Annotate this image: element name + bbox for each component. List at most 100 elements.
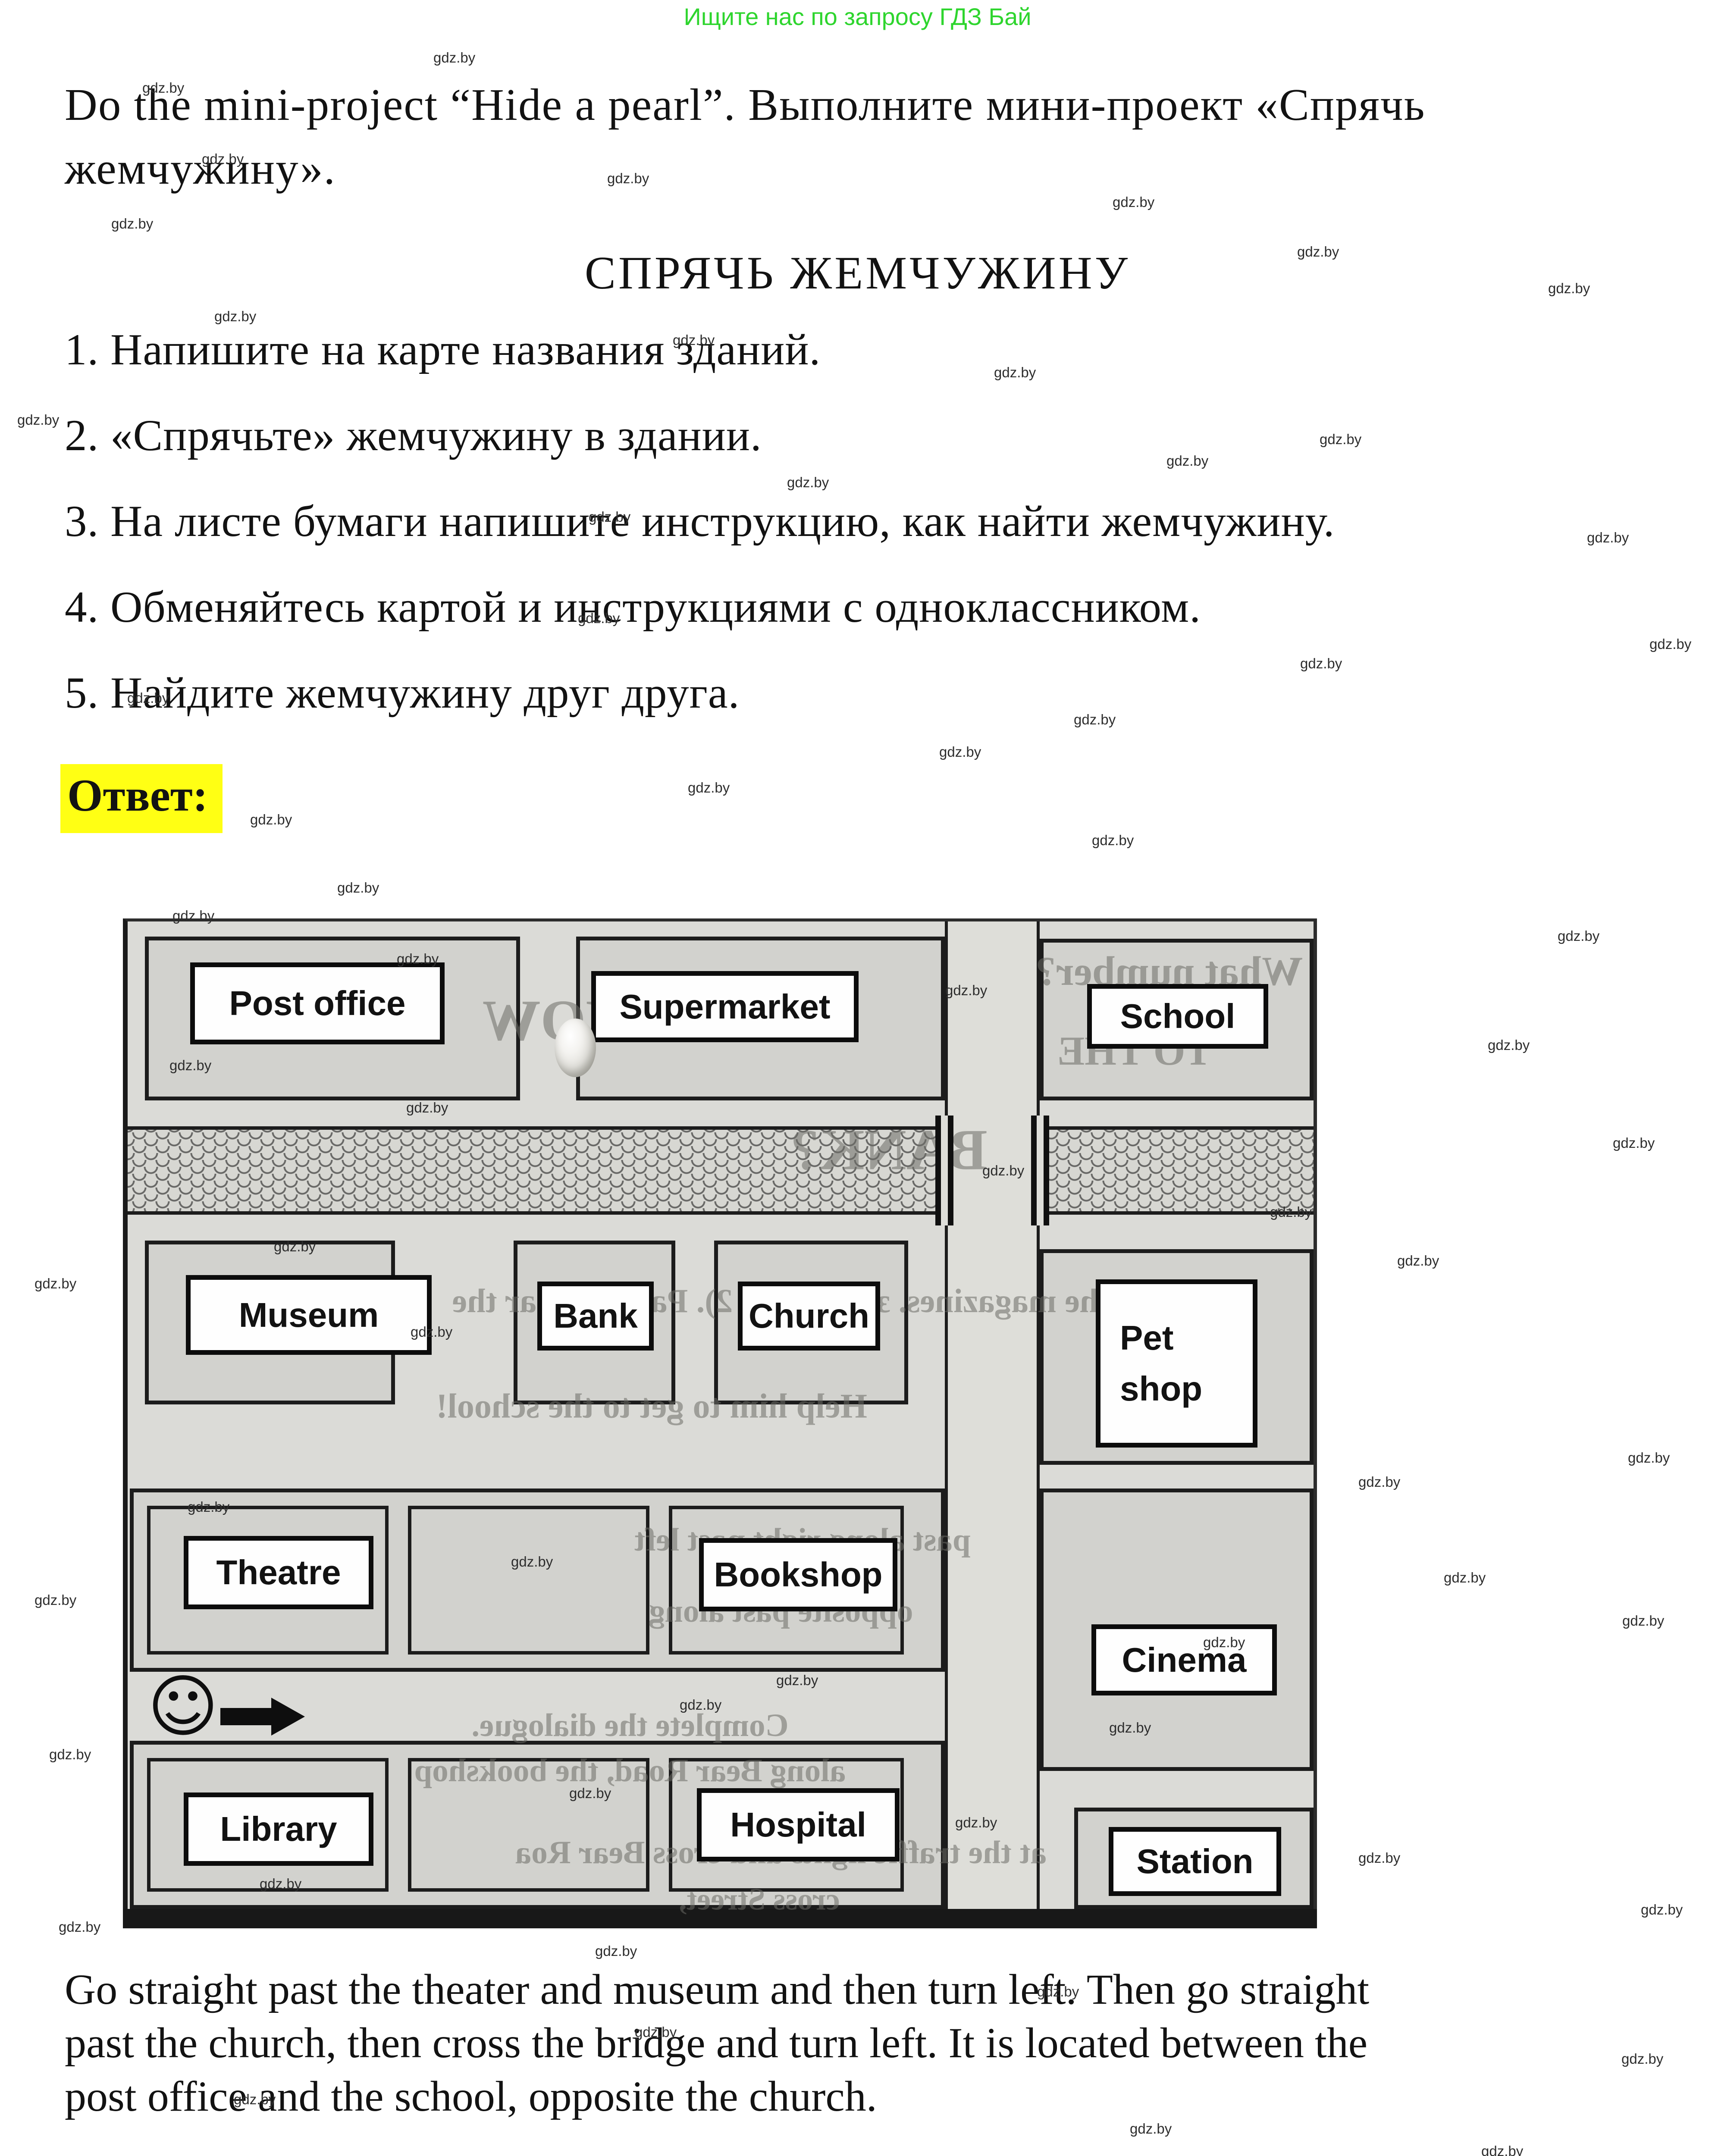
watermark: gdz.by <box>1092 832 1134 848</box>
watermark: gdz.by <box>1621 2051 1664 2067</box>
watermark: gdz.by <box>1488 1037 1530 1053</box>
watermark: gdz.by <box>1297 244 1339 260</box>
watermark: gdz.by <box>49 1746 91 1762</box>
watermark: gdz.by <box>511 1554 553 1570</box>
label-bank: Bank <box>537 1282 654 1351</box>
watermark: gdz.by <box>1649 636 1692 652</box>
watermark: gdz.by <box>1320 431 1362 447</box>
task-text-line-1: Do the mini-project “Hide a pearl”. Выпо… <box>65 79 1426 130</box>
watermark: gdz.by <box>1037 1984 1079 1999</box>
watermark: gdz.by <box>234 2091 276 2107</box>
watermark: gdz.by <box>1130 2121 1172 2137</box>
watermark: gdz.by <box>939 744 981 760</box>
bridge <box>935 1116 953 1225</box>
bleed-through-text: cross Street, <box>679 1882 840 1917</box>
answer-paragraph: Go straight past the theater and museum … <box>65 1963 1369 2123</box>
watermark: gdz.by <box>589 509 631 525</box>
watermark: gdz.by <box>433 50 476 66</box>
watermark: gdz.by <box>1203 1634 1245 1650</box>
city-map: Post office Supermarket School Museum Ba… <box>123 918 1317 1928</box>
step-1: 1. Напишите на карте названия зданий. <box>65 325 821 374</box>
watermark: gdz.by <box>1397 1253 1439 1269</box>
watermark: gdz.by <box>1548 280 1590 296</box>
step-4: 4. Обменяйтесь картой и инструкциями с о… <box>65 583 1201 632</box>
pet-shop-line-2: shop <box>1120 1369 1203 1408</box>
watermark: gdz.by <box>260 1876 302 1892</box>
step-2: 2. «Спрячьте» жемчужину в здании. <box>65 411 762 460</box>
bridge <box>1031 1116 1049 1225</box>
watermark: gdz.by <box>1113 194 1155 210</box>
watermark: gdz.by <box>142 80 185 96</box>
watermark: gdz.by <box>202 151 244 167</box>
label-museum: Museum <box>186 1275 432 1355</box>
map-bottom-border <box>123 1909 1317 1928</box>
watermark: gdz.by <box>250 812 292 827</box>
watermark: gdz.by <box>994 364 1036 380</box>
watermark: gdz.by <box>1587 530 1629 545</box>
bleed-through-text: Help him to get to the school! <box>436 1387 867 1426</box>
watermark: gdz.by <box>595 1943 637 1959</box>
label-hospital: Hospital <box>697 1788 900 1861</box>
watermark: gdz.by <box>337 880 379 896</box>
watermark: gdz.by <box>1481 2143 1524 2156</box>
section-title: СПРЯЧЬ ЖЕМЧУЖИНУ <box>584 248 1131 299</box>
watermark: gdz.by <box>673 332 715 348</box>
watermark: gdz.by <box>680 1697 722 1713</box>
label-school: School <box>1087 984 1268 1049</box>
watermark: gdz.by <box>214 308 257 324</box>
answer-line-1: Go straight past the theater and museum … <box>65 1965 1370 2013</box>
lot-empty <box>408 1758 649 1892</box>
step-3: 3. На листе бумаги напишите инструкцию, … <box>65 497 1335 546</box>
answer-line-3: post office and the school, opposite the… <box>65 2072 877 2120</box>
watermark: gdz.by <box>1166 453 1209 469</box>
lot-empty <box>408 1506 649 1655</box>
pet-shop-line-1: Pet <box>1120 1319 1174 1357</box>
watermark: gdz.by <box>569 1785 611 1801</box>
watermark: gdz.by <box>1109 1720 1151 1736</box>
watermark: gdz.by <box>1074 711 1116 727</box>
watermark: gdz.by <box>1444 1570 1486 1586</box>
label-library: Library <box>184 1792 373 1866</box>
watermark: gdz.by <box>945 982 988 998</box>
watermark: gdz.by <box>406 1100 448 1116</box>
watermark: gdz.by <box>1558 928 1600 944</box>
watermark: gdz.by <box>776 1672 818 1688</box>
watermark: gdz.by <box>59 1919 101 1935</box>
river <box>1040 1126 1314 1215</box>
watermark: gdz.by <box>607 170 649 186</box>
label-bookshop: Bookshop <box>699 1538 897 1611</box>
watermark: gdz.by <box>787 474 829 490</box>
watermark: gdz.by <box>1300 655 1342 671</box>
bleed-through-text: BANK? <box>790 1118 988 1182</box>
label-post-office: Post office <box>190 962 445 1044</box>
label-theatre: Theatre <box>184 1536 373 1609</box>
bleed-through-text: along Bear Road, the bookshop <box>414 1753 846 1789</box>
watermark: gdz.by <box>955 1814 997 1830</box>
watermark: gdz.by <box>169 1057 212 1073</box>
watermark: gdz.by <box>411 1324 453 1340</box>
vertical-road <box>945 921 1040 1909</box>
watermark: gdz.by <box>127 690 169 706</box>
watermark: gdz.by <box>1622 1613 1665 1629</box>
watermark: gdz.by <box>274 1238 316 1254</box>
answer-line-2: past the church, then cross the bridge a… <box>65 2019 1368 2067</box>
watermark: gdz.by <box>1628 1450 1670 1466</box>
watermark: gdz.by <box>635 2024 677 2040</box>
task-text-line-2: жемчужину». <box>65 143 336 194</box>
steps-list: 1. Напишите на карте названия зданий. 2.… <box>65 307 1335 736</box>
label-church: Church <box>738 1282 880 1351</box>
promo-banner: Ищите нас по запросу ГДЗ Бай <box>683 3 1032 30</box>
watermark: gdz.by <box>17 412 60 428</box>
watermark: gdz.by <box>1613 1135 1655 1151</box>
watermark: gdz.by <box>34 1275 77 1291</box>
label-cinema: Cinema <box>1091 1624 1277 1695</box>
label-supermarket: Supermarket <box>591 971 859 1042</box>
arrow-right-icon <box>220 1698 305 1736</box>
watermark: gdz.by <box>111 216 154 232</box>
label-pet-shop: Pet shop <box>1096 1279 1257 1448</box>
watermark: gdz.by <box>688 780 730 796</box>
river <box>128 1126 945 1215</box>
watermark: gdz.by <box>172 908 215 924</box>
bleed-through-text: Complete the dialogue. <box>471 1708 789 1743</box>
